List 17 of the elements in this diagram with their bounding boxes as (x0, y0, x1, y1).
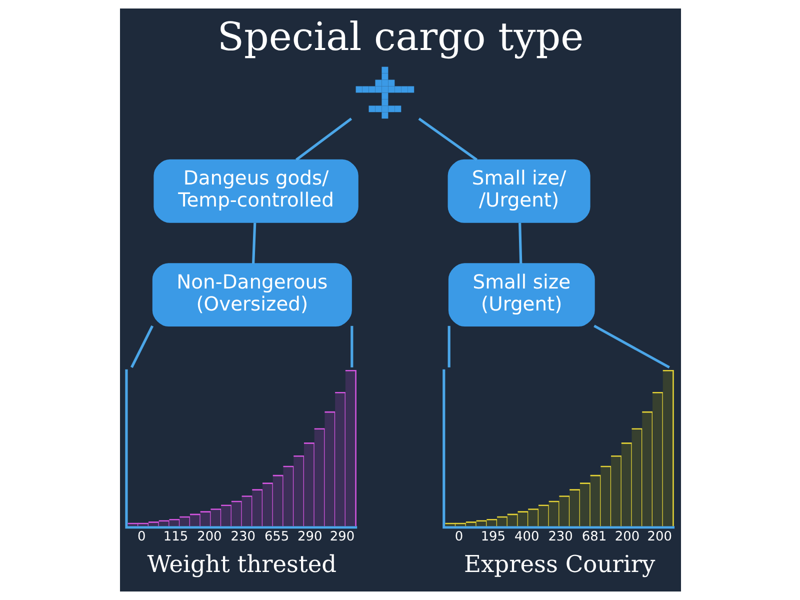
node-label: Express Couriry (463, 550, 655, 578)
node-label: 0 (454, 529, 463, 544)
node-label: 195 (480, 529, 506, 544)
node-label: 200 (196, 529, 222, 544)
node-label: 681 (581, 529, 606, 544)
node-label: 400 (514, 529, 539, 544)
node-label: 200 (646, 529, 672, 544)
node-label: 115 (162, 529, 188, 544)
node-label: 230 (230, 529, 255, 544)
node-label: 290 (329, 529, 354, 544)
node-label: 0 (136, 529, 146, 544)
diagram-title: Special cargo type (216, 14, 584, 60)
node-label: 655 (264, 529, 289, 544)
node-label: 230 (548, 529, 572, 544)
node-label: 290 (297, 529, 322, 544)
node-label: Weight thrested (146, 550, 336, 578)
node-label: 200 (614, 529, 640, 544)
